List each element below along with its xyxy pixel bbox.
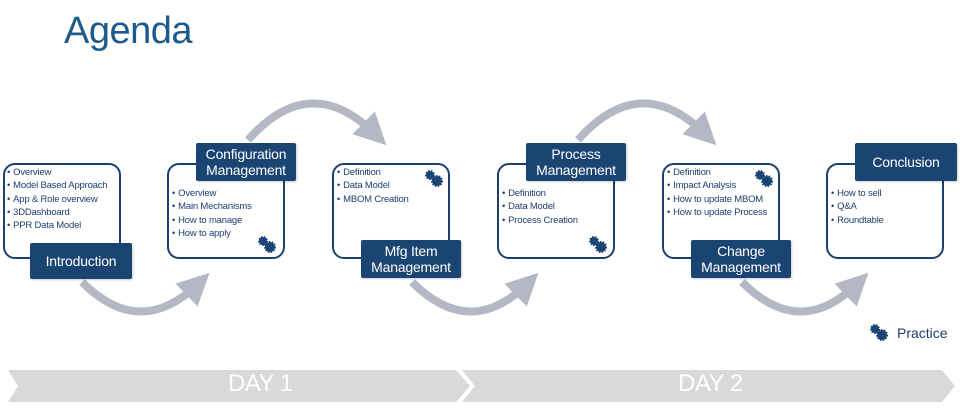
list-item: Overview	[172, 187, 252, 200]
list-item: PPR Data Model	[7, 219, 107, 232]
list-item: Overview	[7, 166, 107, 179]
list-item: How to update Process	[667, 206, 767, 219]
list-item: 3DDashboard	[7, 206, 107, 219]
day-1-label: DAY 1	[228, 370, 293, 397]
list-item: Data Model	[337, 179, 409, 192]
list-item: Process Creation	[502, 214, 578, 227]
day-1-chevron	[8, 370, 470, 402]
arrow-change-to-conclusion	[739, 272, 869, 316]
gears-icon	[589, 236, 607, 253]
arrow-process-to-change	[575, 99, 717, 146]
arrow-intro-to-config	[79, 272, 210, 316]
list-item: Definition	[667, 166, 767, 179]
list-item: How to sell	[831, 187, 884, 200]
gears-icon	[425, 170, 443, 187]
step-items-mfg-item: Definition Data Model MBOM Creation	[337, 166, 409, 206]
step-items-configuration: Overview Main Mechanisms How to manage H…	[172, 187, 252, 240]
arrow-mfg-to-process	[409, 272, 539, 316]
step-label-process[interactable]: Process Management	[526, 143, 626, 181]
step-label-introduction[interactable]: Introduction	[30, 243, 132, 279]
gears-icon	[258, 236, 276, 253]
gears-icon	[755, 170, 773, 187]
step-label-conclusion[interactable]: Conclusion	[855, 143, 957, 181]
step-items-process: Definition Data Model Process Creation	[502, 187, 578, 227]
step-items-change: Definition Impact Analysis How to update…	[667, 166, 767, 219]
list-item: Model Based Approach	[7, 179, 107, 192]
list-item: How to update MBOM	[667, 193, 767, 206]
list-item: How to apply	[172, 227, 252, 240]
arrow-config-to-mfg	[245, 99, 387, 146]
day-2-label: DAY 2	[678, 370, 743, 397]
gears-icon	[870, 324, 888, 341]
page-title: Agenda	[64, 10, 193, 52]
legend-practice-label: Practice	[897, 325, 948, 341]
list-item: How to manage	[172, 214, 252, 227]
list-item: Data Model	[502, 200, 578, 213]
day-2-chevron	[462, 370, 955, 402]
step-items-conclusion: How to sell Q&A Roundtable	[831, 187, 884, 227]
list-item: Main Mechanisms	[172, 200, 252, 213]
step-label-change[interactable]: Change Management	[691, 240, 791, 278]
list-item: App & Role overview	[7, 193, 107, 206]
step-items-introduction: Overview Model Based Approach App & Role…	[7, 166, 107, 232]
list-item: Q&A	[831, 200, 884, 213]
list-item: Definition	[502, 187, 578, 200]
list-item: Impact Analysis	[667, 179, 767, 192]
list-item: Roundtable	[831, 214, 884, 227]
list-item: MBOM Creation	[337, 193, 409, 206]
step-label-configuration[interactable]: Configuration Management	[196, 143, 296, 181]
step-label-mfg-item[interactable]: Mfg Item Management	[361, 240, 461, 278]
list-item: Definition	[337, 166, 409, 179]
